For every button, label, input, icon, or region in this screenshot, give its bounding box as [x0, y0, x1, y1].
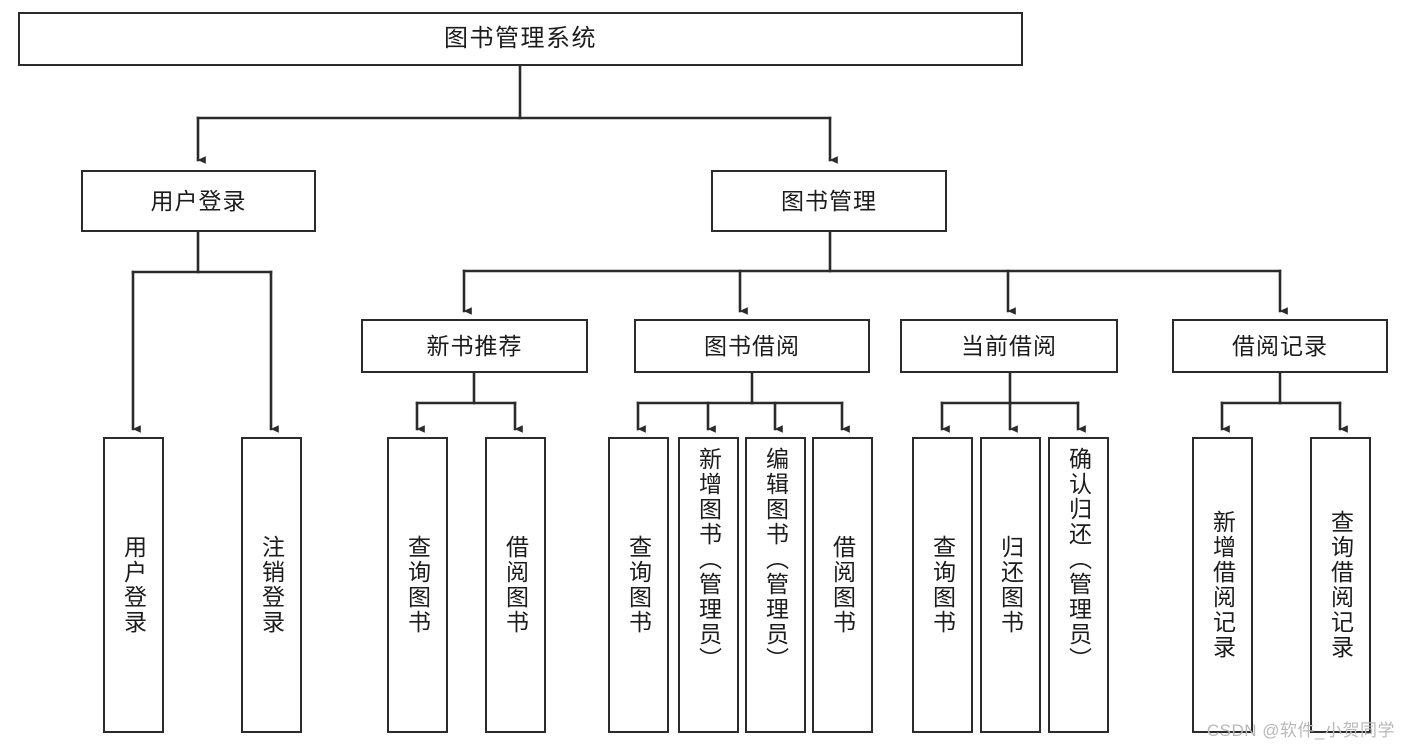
node-leaf-query-book-2[interactable]: 查询图书: [608, 437, 669, 733]
node-leaf-edit-book[interactable]: 编辑图书（管理员）: [745, 437, 806, 733]
node-user-login-label: 用户登录: [150, 187, 247, 214]
node-leaf-logout[interactable]: 注销登录: [241, 437, 302, 733]
node-current-borrow[interactable]: 当前借阅: [900, 319, 1118, 373]
node-user-login[interactable]: 用户登录: [81, 170, 316, 232]
node-borrow-record[interactable]: 借阅记录: [1172, 319, 1388, 373]
node-book-borrow-label: 图书借阅: [704, 332, 800, 359]
node-leaf-add-book[interactable]: 新增图书（管理员）: [678, 437, 739, 733]
node-leaf-logout-label: 注销登录: [258, 535, 285, 635]
node-leaf-user-login[interactable]: 用户登录: [103, 437, 164, 733]
node-leaf-edit-book-label: 编辑图书（管理员）: [762, 447, 789, 672]
node-leaf-borrow-book-2-label: 借阅图书: [829, 535, 856, 635]
node-leaf-confirm-return[interactable]: 确认归还（管理员）: [1048, 437, 1109, 733]
node-root[interactable]: 图书管理系统: [18, 12, 1023, 66]
node-leaf-borrow-book-1[interactable]: 借阅图书: [485, 437, 546, 733]
node-leaf-return-book-label: 归还图书: [997, 535, 1024, 635]
node-leaf-borrow-book-1-label: 借阅图书: [502, 535, 529, 635]
node-leaf-query-record[interactable]: 查询借阅记录: [1310, 437, 1371, 733]
node-leaf-query-record-label: 查询借阅记录: [1327, 510, 1354, 660]
node-book-manage-label: 图书管理: [781, 187, 877, 214]
node-leaf-add-record[interactable]: 新增借阅记录: [1192, 437, 1253, 733]
node-leaf-add-record-label: 新增借阅记录: [1209, 510, 1236, 660]
node-leaf-query-book-2-label: 查询图书: [625, 535, 652, 635]
node-leaf-query-book-1[interactable]: 查询图书: [387, 437, 448, 733]
node-current-borrow-label: 当前借阅: [961, 332, 1057, 359]
node-leaf-borrow-book-2[interactable]: 借阅图书: [812, 437, 873, 733]
node-leaf-query-book-3[interactable]: 查询图书: [912, 437, 973, 733]
node-new-book-rec[interactable]: 新书推荐: [361, 319, 588, 373]
node-leaf-user-login-label: 用户登录: [120, 535, 147, 635]
node-borrow-record-label: 借阅记录: [1232, 332, 1328, 359]
node-leaf-return-book[interactable]: 归还图书: [980, 437, 1041, 733]
node-leaf-add-book-label: 新增图书（管理员）: [695, 447, 722, 672]
node-root-label: 图书管理系统: [444, 25, 597, 53]
node-leaf-query-book-1-label: 查询图书: [404, 535, 431, 635]
node-book-manage[interactable]: 图书管理: [711, 170, 947, 232]
node-book-borrow[interactable]: 图书借阅: [634, 319, 870, 373]
node-leaf-confirm-return-label: 确认归还（管理员）: [1065, 447, 1092, 672]
node-new-book-rec-label: 新书推荐: [426, 332, 523, 359]
node-leaf-query-book-3-label: 查询图书: [929, 535, 956, 635]
csdn-watermark: CSDN @软件_小贺同学: [1206, 721, 1395, 740]
